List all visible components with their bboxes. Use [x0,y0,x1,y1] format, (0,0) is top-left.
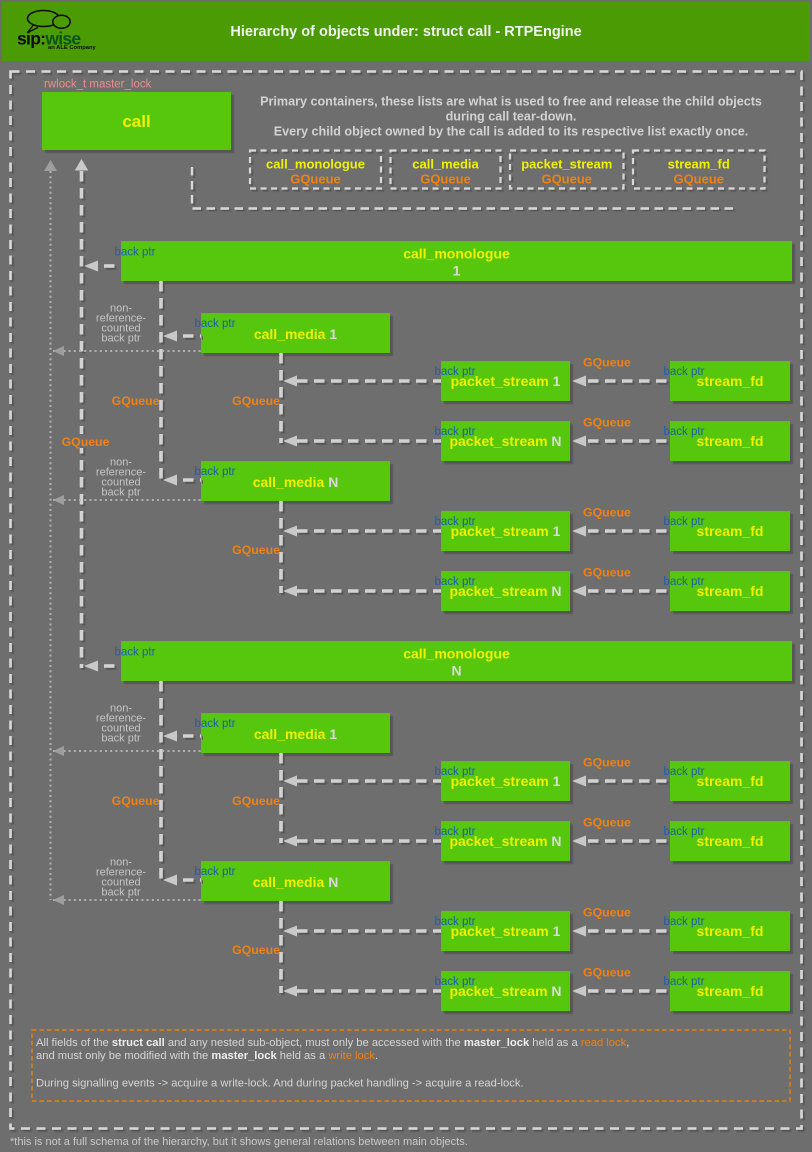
svg-text:packet_stream N: packet_stream N [449,983,561,999]
svg-text:stream_fd: stream_fd [697,833,764,849]
svg-text:GQueue: GQueue [62,435,110,449]
svg-text:during call tear-down.: during call tear-down. [446,110,577,124]
svg-text:GQueue: GQueue [420,172,471,187]
svg-text:1: 1 [453,263,461,279]
svg-text:reference-: reference- [96,313,146,325]
svg-text:call_media: call_media [412,157,479,172]
svg-text:N: N [451,663,461,679]
svg-text:counted: counted [101,323,140,335]
svg-text:non-: non- [110,303,132,315]
svg-text:back ptr: back ptr [195,718,236,730]
svg-text:GQueue: GQueue [583,816,631,830]
svg-text:counted: counted [101,877,140,889]
svg-text:back ptr: back ptr [101,733,140,745]
svg-text:back ptr: back ptr [195,318,236,330]
svg-text:stream_fd: stream_fd [697,523,764,539]
svg-text:call_monologue: call_monologue [403,646,510,662]
svg-text:call_media 1: call_media 1 [254,726,338,742]
svg-text:stream_fd: stream_fd [697,773,764,789]
svg-text:back ptr: back ptr [101,487,140,499]
svg-text:stream_fd: stream_fd [697,373,764,389]
svg-text:packet_stream N: packet_stream N [449,833,561,849]
svg-text:back ptr: back ptr [435,426,476,438]
svg-text:call: call [122,112,150,131]
svg-text:back ptr: back ptr [195,466,236,478]
svg-text:GQueue: GQueue [112,794,160,808]
svg-text:GQueue: GQueue [290,172,341,187]
svg-text:back ptr: back ptr [195,866,236,878]
svg-text:All fields of the struct call: All fields of the struct call and any ne… [36,1037,629,1049]
svg-text:reference-: reference- [96,867,146,879]
svg-text:back ptr: back ptr [435,516,476,528]
svg-text:reference-: reference- [96,713,146,725]
svg-text:reference-: reference- [96,467,146,479]
svg-text:back ptr: back ptr [115,247,156,259]
svg-text:packet_stream 1: packet_stream 1 [451,373,561,389]
svg-text:rwlock_t master_lock: rwlock_t master_lock [44,79,152,91]
svg-text:GQueue: GQueue [232,543,280,557]
svg-text:GQueue: GQueue [583,966,631,980]
svg-text:Every child object owned by th: Every child object owned by the call is … [274,125,749,139]
svg-text:GQueue: GQueue [673,172,724,187]
svg-text:Primary containers, these list: Primary containers, these lists are what… [260,95,762,109]
svg-text:stream_fd: stream_fd [697,433,764,449]
svg-text:back ptr: back ptr [435,916,476,928]
svg-text:back ptr: back ptr [115,647,156,659]
svg-text:back ptr: back ptr [664,426,705,438]
svg-text:call_media 1: call_media 1 [254,326,338,342]
svg-text:During signalling events -> ac: During signalling events -> acquire a wr… [36,1078,524,1090]
svg-text:call_monologue: call_monologue [403,246,510,262]
svg-text:non-: non- [110,703,132,715]
svg-text:stream_fd: stream_fd [697,923,764,939]
svg-text:back ptr: back ptr [435,766,476,778]
svg-text:packet_stream 1: packet_stream 1 [451,923,561,939]
svg-text:GQueue: GQueue [583,906,631,920]
svg-text:packet_stream N: packet_stream N [449,433,561,449]
svg-text:call_monologue: call_monologue [266,157,365,172]
svg-text:call_media N: call_media N [253,474,339,490]
svg-text:and must only be modified with: and must only be modified with the maste… [36,1050,378,1062]
svg-text:back ptr: back ptr [435,366,476,378]
svg-text:*this is not a full schema of: *this is not a full schema of the hierar… [10,1136,468,1148]
svg-text:packet_stream N: packet_stream N [449,583,561,599]
svg-text:sip:wise: sip:wise [17,29,81,49]
svg-text:Hierarchy of objects under: st: Hierarchy of objects under: struct call … [230,24,581,40]
svg-text:an ALE Company: an ALE Company [48,45,97,51]
svg-text:GQueue: GQueue [541,172,592,187]
svg-text:packet_stream 1: packet_stream 1 [451,523,561,539]
svg-text:GQueue: GQueue [232,794,280,808]
svg-text:back ptr: back ptr [101,887,140,899]
svg-text:GQueue: GQueue [583,566,631,580]
svg-text:GQueue: GQueue [583,756,631,770]
svg-text:packet_stream: packet_stream [521,157,612,172]
svg-text:back ptr: back ptr [664,766,705,778]
svg-text:back ptr: back ptr [664,516,705,528]
svg-text:GQueue: GQueue [583,416,631,430]
svg-text:counted: counted [101,723,140,735]
svg-text:back ptr: back ptr [435,976,476,988]
svg-text:GQueue: GQueue [112,394,160,408]
svg-text:back ptr: back ptr [664,976,705,988]
svg-text:packet_stream 1: packet_stream 1 [451,773,561,789]
svg-text:call_media N: call_media N [253,874,339,890]
svg-text:GQueue: GQueue [232,394,280,408]
svg-text:non-: non- [110,457,132,469]
svg-text:back ptr: back ptr [101,333,140,345]
svg-text:back ptr: back ptr [664,576,705,588]
svg-text:back ptr: back ptr [435,576,476,588]
svg-text:GQueue: GQueue [232,943,280,957]
svg-text:back ptr: back ptr [664,366,705,378]
svg-text:counted: counted [101,477,140,489]
svg-text:GQueue: GQueue [583,506,631,520]
svg-text:back ptr: back ptr [664,826,705,838]
svg-text:non-: non- [110,857,132,869]
svg-text:back ptr: back ptr [664,916,705,928]
svg-text:back ptr: back ptr [435,826,476,838]
svg-text:stream_fd: stream_fd [697,583,764,599]
svg-text:GQueue: GQueue [583,356,631,370]
svg-text:stream_fd: stream_fd [668,157,730,172]
svg-text:stream_fd: stream_fd [697,983,764,999]
